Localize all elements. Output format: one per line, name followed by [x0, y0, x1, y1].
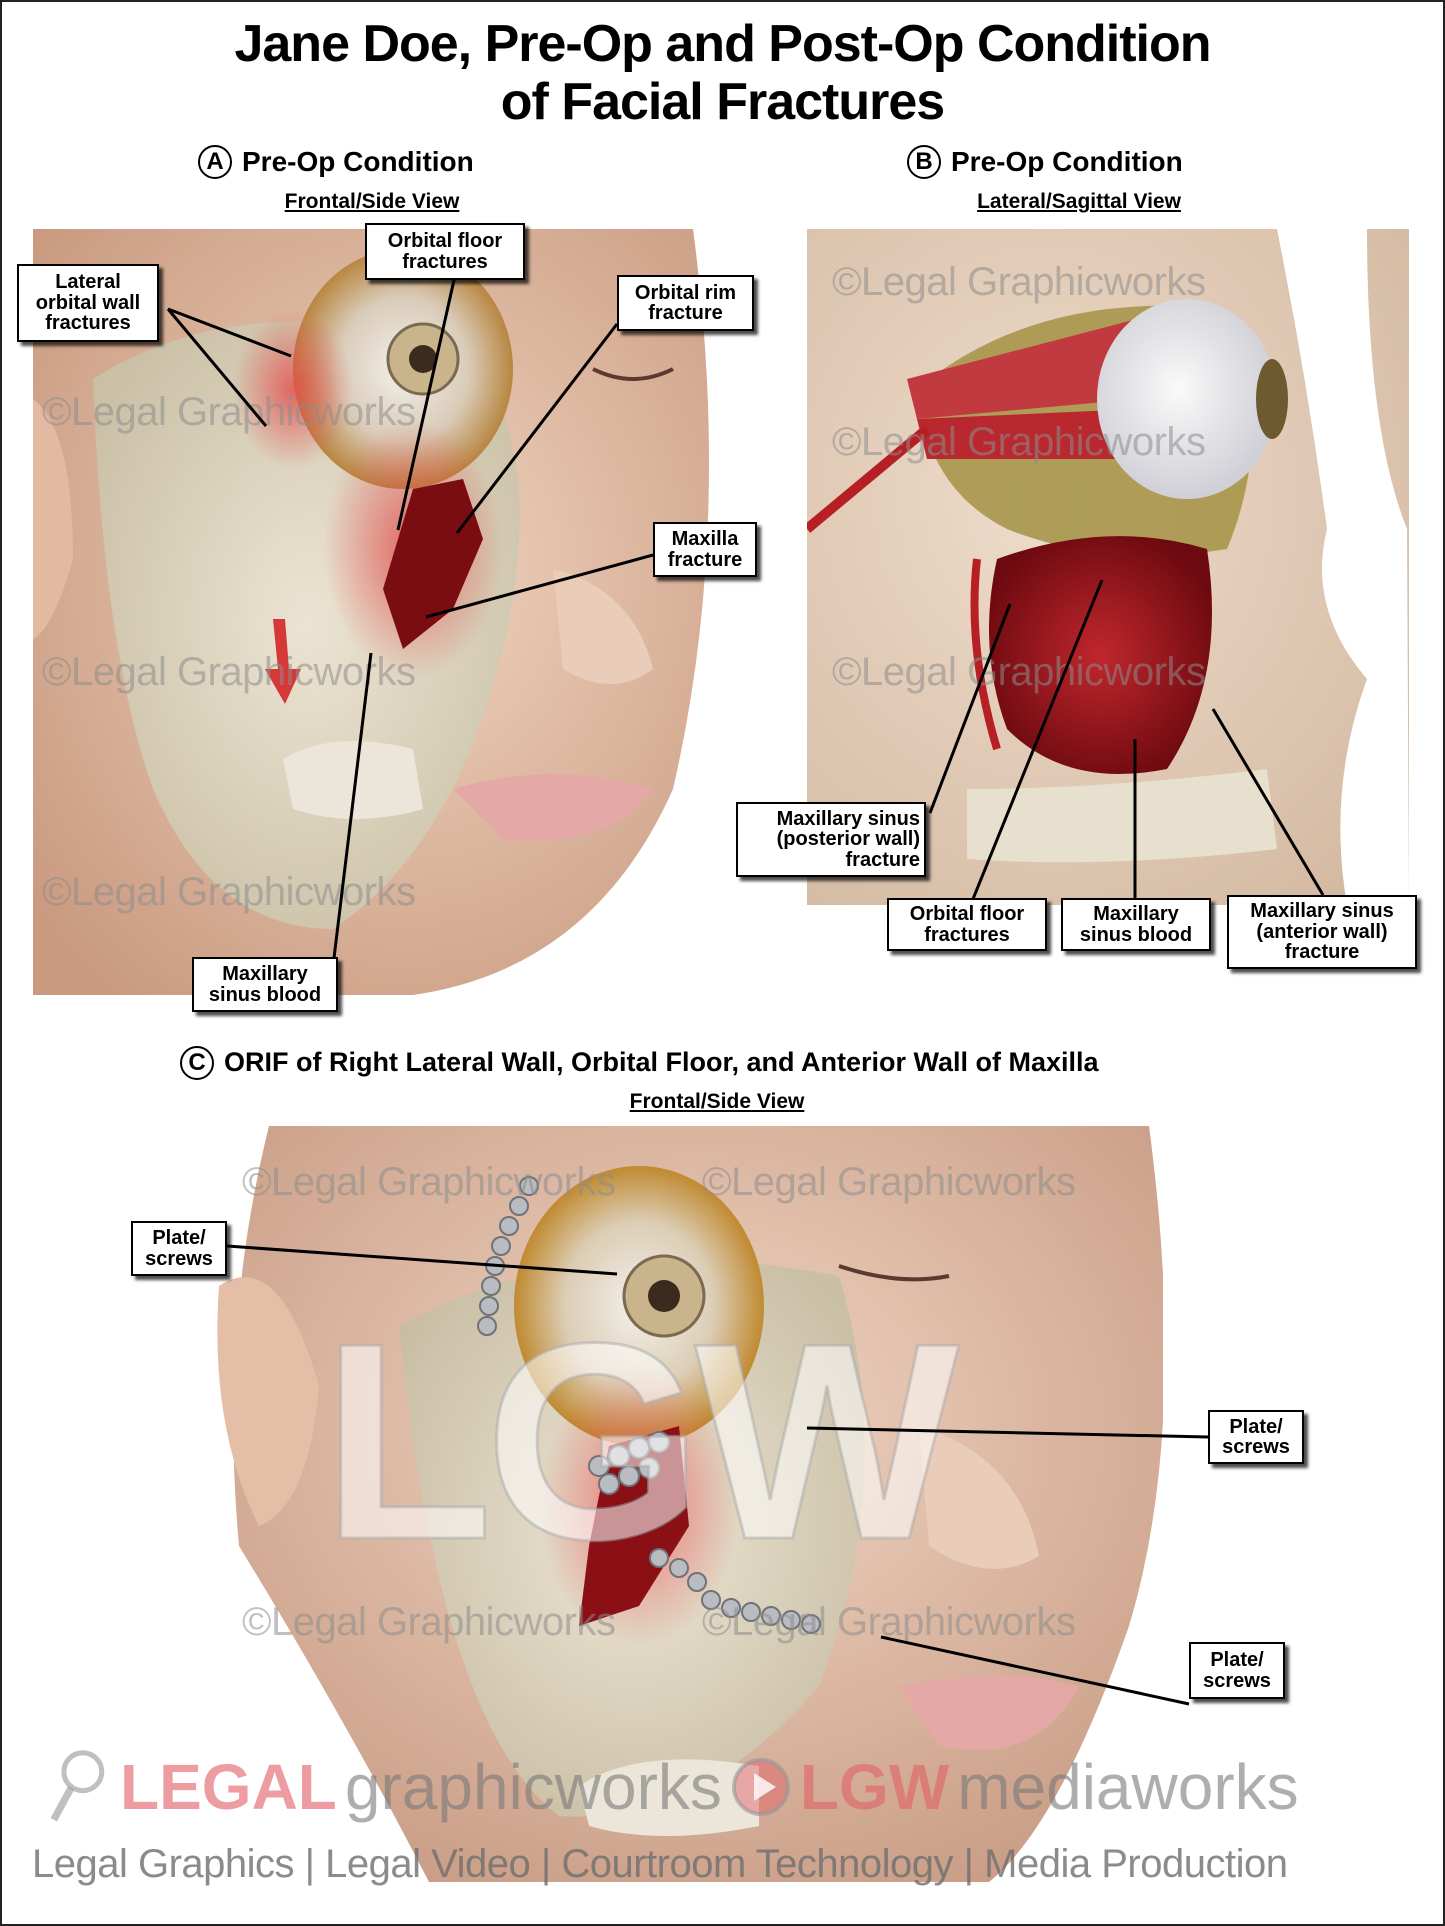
logo-legal: LEGAL	[120, 1751, 337, 1823]
label-maxillary-sinus-posterior-wall-fracture: Maxillary sinus (posterior wall) fractur…	[736, 802, 926, 877]
logo-graphicworks: graphicworks	[344, 1751, 722, 1823]
section-c-badge: C	[180, 1046, 214, 1080]
label-plate-screws-orbital-floor: Plate/ screws	[1208, 1410, 1304, 1464]
label-plate-screws-anterior-maxilla: Plate/ screws	[1189, 1642, 1285, 1699]
label-orbital-rim-fracture: Orbital rim fracture	[617, 275, 754, 331]
section-c-view: Frontal/Side View	[629, 1090, 805, 1113]
logo-lgw: LGW	[799, 1751, 950, 1823]
label-maxillary-sinus-blood-b: Maxillary sinus blood	[1061, 898, 1211, 951]
section-b-badge: B	[907, 145, 941, 179]
plate-orbital-floor	[588, 1431, 670, 1495]
label-plate-screws-lateral-wall: Plate/ screws	[131, 1221, 227, 1276]
section-b-heading: B Pre-Op Condition	[907, 145, 1183, 179]
play-icon	[731, 1758, 790, 1816]
plate-anterior-maxilla	[649, 1548, 821, 1634]
logo-mediaworks: mediaworks	[957, 1751, 1299, 1823]
label-lateral-orbital-wall-fractures: Lateral orbital wall fractures	[17, 264, 159, 342]
panel-a-preop-frontal-illustration	[33, 229, 727, 995]
label-orbital-floor-fractures-a: Orbital floor fractures	[365, 223, 525, 280]
label-maxillary-sinus-blood-a: Maxillary sinus blood	[192, 957, 338, 1012]
legal-graphicworks-logo: LEGAL graphicworks LGW mediaworks	[42, 1747, 1299, 1827]
tagline: Legal Graphics | Legal Video | Courtroom…	[32, 1842, 1288, 1886]
label-maxillary-sinus-anterior-wall-fracture: Maxillary sinus (anterior wall) fracture	[1227, 895, 1417, 969]
section-b-view: Lateral/Sagittal View	[977, 190, 1181, 213]
section-a-badge: A	[198, 145, 232, 179]
section-a-heading: A Pre-Op Condition	[198, 145, 474, 179]
label-orbital-floor-fractures-b: Orbital floor fractures	[887, 898, 1047, 951]
section-c-title: ORIF of Right Lateral Wall, Orbital Floo…	[224, 1047, 1099, 1078]
section-c-heading: C ORIF of Right Lateral Wall, Orbital Fl…	[180, 1046, 1099, 1080]
section-a-view: Frontal/Side View	[284, 190, 460, 213]
title-line-1: Jane Doe, Pre-Op and Post-Op Condition	[234, 15, 1211, 73]
section-a-title: Pre-Op Condition	[242, 145, 474, 177]
section-b-title: Pre-Op Condition	[951, 145, 1183, 177]
magnifier-icon	[50, 1750, 105, 1822]
label-maxilla-fracture: Maxilla fracture	[653, 522, 757, 577]
title-line-2: of Facial Fractures	[500, 73, 945, 131]
